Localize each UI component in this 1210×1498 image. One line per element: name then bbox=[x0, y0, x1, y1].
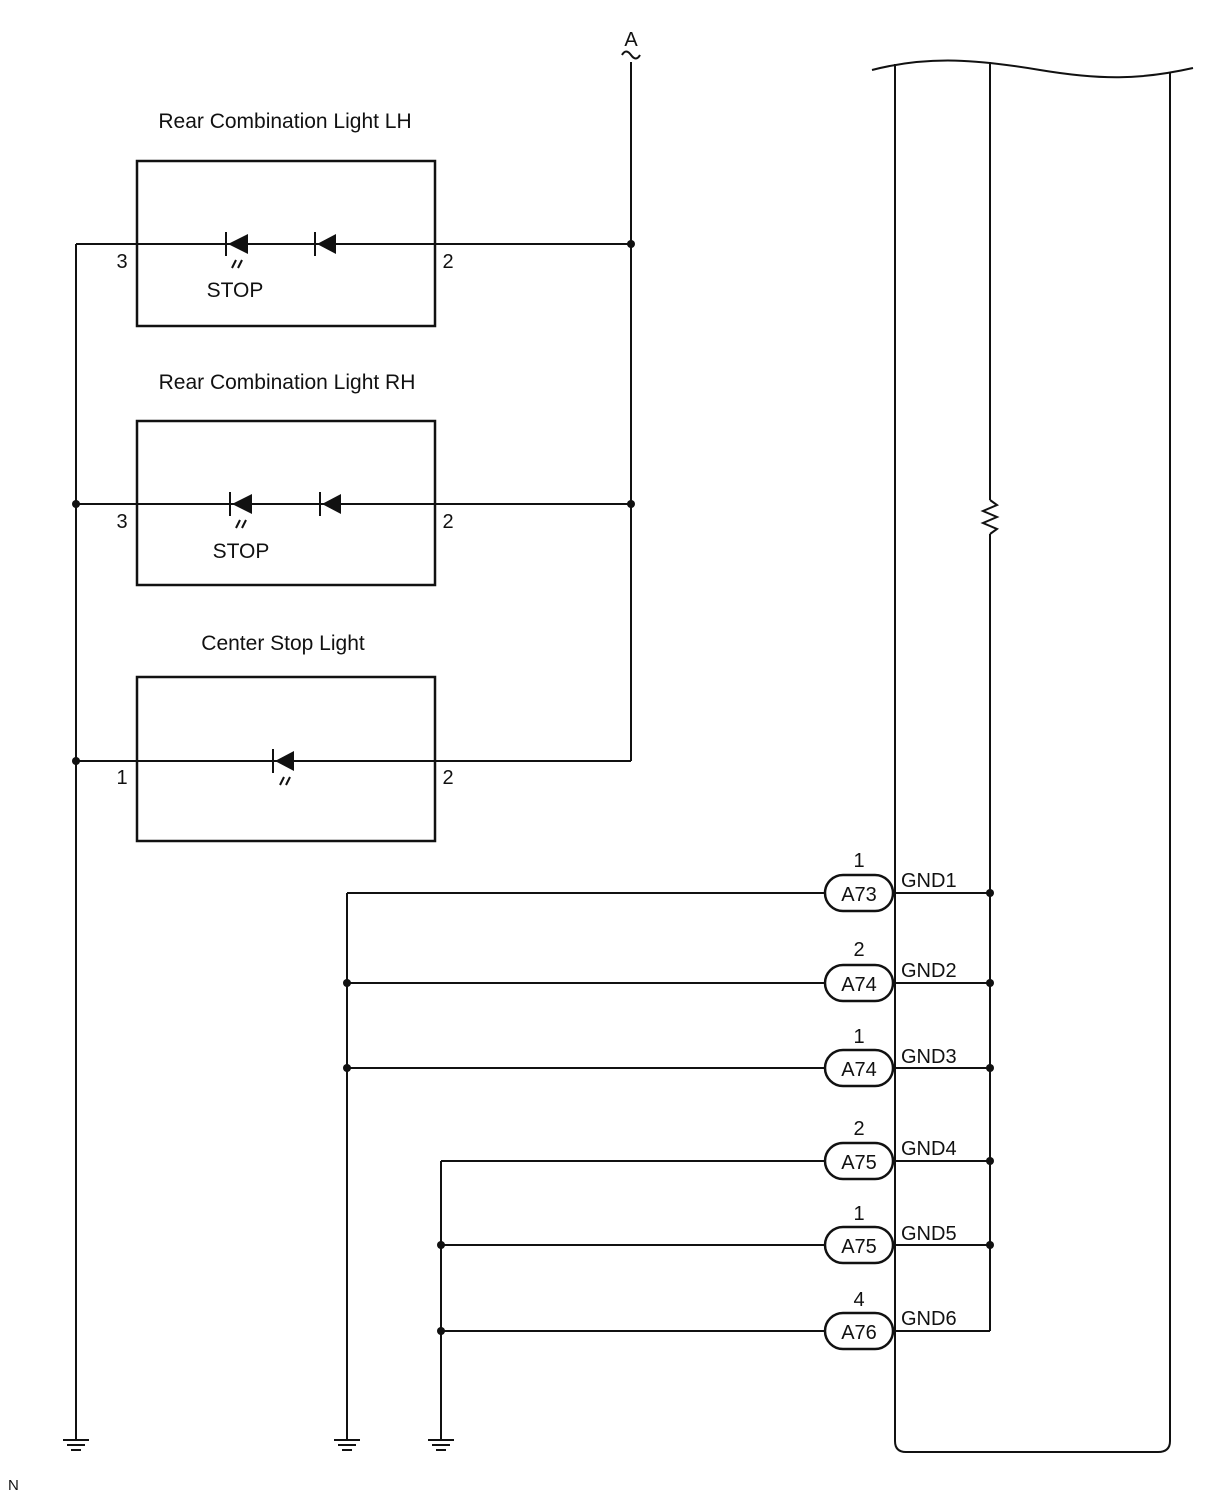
pin-left: 1 bbox=[116, 767, 127, 789]
led-label: STOP bbox=[207, 279, 264, 302]
pin-left: 3 bbox=[116, 511, 127, 533]
connector-badge bbox=[823, 873, 895, 913]
ground-line-gnd4: A75 2 GND4 bbox=[441, 1118, 994, 1181]
connector-id: A75 bbox=[841, 1152, 877, 1174]
connector-pin: 1 bbox=[853, 850, 864, 872]
ground-line-gnd1: A73 1 GND1 bbox=[347, 850, 994, 913]
center-stop-light: Center Stop Light 1 2 bbox=[72, 632, 631, 843]
led-icon bbox=[272, 749, 294, 786]
terminal-label: GND3 bbox=[901, 1046, 957, 1068]
connector-badge bbox=[823, 963, 895, 1003]
terminal-label: GND1 bbox=[901, 870, 957, 892]
ground-symbol-left bbox=[62, 1431, 90, 1451]
ground-line-gnd6: A76 4 GND6 bbox=[437, 1289, 990, 1351]
diode-icon bbox=[319, 492, 341, 516]
connector-id: A74 bbox=[841, 1059, 877, 1081]
connector-pin: 1 bbox=[853, 1203, 864, 1225]
connector-badge bbox=[823, 1048, 895, 1088]
diode-icon bbox=[314, 232, 336, 256]
terminal-label: GND2 bbox=[901, 960, 957, 982]
connector-id: A75 bbox=[841, 1236, 877, 1258]
control-unit-outline bbox=[894, 64, 1171, 1453]
connector-pin: 2 bbox=[853, 939, 864, 961]
connector-badge bbox=[823, 1225, 895, 1265]
component-title: Center Stop Light bbox=[201, 632, 365, 655]
junction-dot bbox=[72, 757, 80, 765]
junction-dot bbox=[627, 500, 635, 508]
signal-label: A bbox=[624, 29, 638, 51]
ground-line-gnd5: A75 1 GND5 bbox=[437, 1203, 994, 1265]
junction-dot bbox=[627, 240, 635, 248]
ground-line-gnd3: A74 1 GND3 bbox=[343, 1026, 994, 1088]
control-unit-break-line bbox=[871, 59, 1194, 79]
pin-right: 2 bbox=[442, 251, 453, 273]
rear-combination-light-rh: Rear Combination Light RH STOP 3 2 bbox=[72, 371, 635, 587]
connector-pin: 2 bbox=[853, 1118, 864, 1140]
component-title: Rear Combination Light LH bbox=[158, 110, 411, 133]
ground-line-gnd2: A74 2 GND2 bbox=[343, 939, 994, 1003]
connector-pin: 1 bbox=[853, 1026, 864, 1048]
footer-code: N bbox=[8, 1477, 19, 1494]
ground-symbol-b bbox=[427, 1431, 455, 1451]
pin-right: 2 bbox=[442, 767, 453, 789]
terminal-label: GND4 bbox=[901, 1138, 957, 1160]
signal-break-symbol bbox=[621, 50, 641, 60]
connector-pin: 4 bbox=[853, 1289, 864, 1311]
terminal-label: GND5 bbox=[901, 1223, 957, 1245]
terminal-label: GND6 bbox=[901, 1308, 957, 1330]
led-icon bbox=[229, 492, 252, 529]
led-icon bbox=[225, 232, 248, 269]
component-box bbox=[135, 675, 437, 843]
connector-badge bbox=[823, 1311, 895, 1351]
connector-id: A76 bbox=[841, 1322, 877, 1344]
led-label: STOP bbox=[213, 540, 270, 563]
pin-right: 2 bbox=[442, 511, 453, 533]
connector-badge bbox=[823, 1141, 895, 1181]
ground-symbol-a bbox=[333, 1431, 361, 1451]
connector-id: A73 bbox=[841, 884, 877, 906]
component-title: Rear Combination Light RH bbox=[159, 371, 416, 394]
junction-dot bbox=[72, 500, 80, 508]
resistor-icon bbox=[980, 499, 1000, 535]
rear-combination-light-lh: Rear Combination Light LH STOP 3 2 bbox=[76, 110, 635, 328]
connector-id: A74 bbox=[841, 974, 877, 996]
pin-left: 3 bbox=[116, 251, 127, 273]
